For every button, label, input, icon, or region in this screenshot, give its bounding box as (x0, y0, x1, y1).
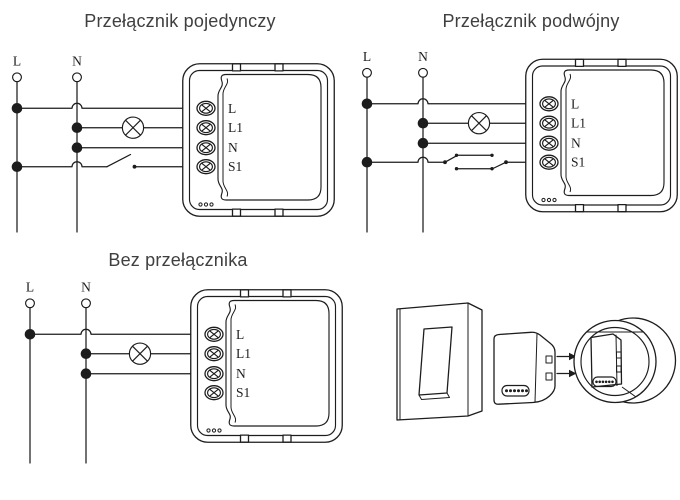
diagram-single-switch: Przełącznik pojedynczy L N (11, 11, 335, 233)
insert-arrow-icon (556, 352, 577, 361)
diagram-title: Bez przełącznika (108, 250, 248, 270)
junction-dot (361, 98, 373, 110)
module-side-tab (545, 355, 553, 364)
neutral-terminal-circle (72, 72, 82, 83)
diagram-no-switch: Bez przełącznika L N (24, 250, 343, 464)
single-switch-icon (106, 153, 137, 169)
box-opening (580, 326, 650, 397)
relay-module (182, 63, 335, 217)
module-side-tab (545, 372, 553, 381)
wall-switch-plate (396, 302, 483, 421)
terminal-grille (501, 384, 530, 397)
live-terminal-circle (25, 298, 35, 309)
neutral-wire-label: N (81, 280, 91, 295)
module-in-box (590, 333, 623, 388)
live-wire-label: L (363, 49, 371, 64)
wire-l-to-module (29, 328, 206, 335)
neutral-wire-label: N (418, 49, 428, 64)
neutral-terminal-circle (81, 298, 91, 309)
lamp-icon (467, 112, 491, 135)
lamp-icon (121, 116, 145, 139)
junction-dot (24, 329, 36, 340)
junction-dot (11, 103, 23, 114)
insert-arrow-icon (556, 369, 577, 378)
live-wire-label: L (13, 54, 21, 69)
live-terminal-circle (362, 67, 372, 78)
wire-l-to-module (16, 102, 198, 109)
lamp-icon (128, 342, 152, 365)
double-switch-icon (443, 153, 508, 171)
installation-illustration (396, 302, 677, 421)
neutral-wire-label: N (72, 54, 82, 69)
wire-l-to-switch (16, 161, 108, 168)
box-wire-detail (621, 386, 637, 398)
live-wire-label: L (26, 280, 34, 295)
wire-l-to-module (366, 98, 541, 105)
round-junction-box (573, 317, 677, 404)
relay-module (525, 58, 678, 213)
diagram-title: Przełącznik pojedynczy (84, 11, 275, 31)
relay-module-3d (493, 331, 556, 405)
diagram-title: Przełącznik podwójny (442, 11, 619, 31)
neutral-terminal-circle (418, 67, 428, 78)
diagram-double-switch: Przełącznik podwójny L N (361, 11, 678, 233)
wire-l-to-switch (366, 156, 446, 163)
relay-module (190, 289, 343, 443)
live-terminal-circle (12, 72, 22, 83)
rocker-switch (418, 326, 453, 400)
